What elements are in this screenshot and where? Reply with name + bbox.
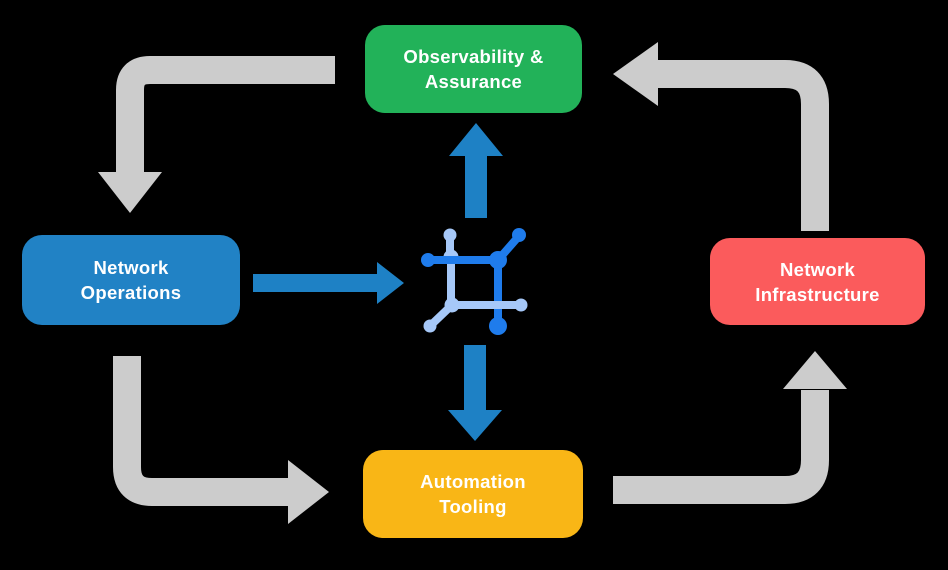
network-mesh-icon-light-front: [423, 297, 528, 333]
flow-arrow-down: [448, 345, 502, 441]
cycle-arrowhead-right: [288, 460, 329, 524]
node-network-infrastructure: Network Infrastructure: [710, 238, 925, 325]
cycle-arrow-bottom-right-shaft: [613, 390, 829, 504]
flow-arrows: [253, 123, 503, 441]
node-label-line: Infrastructure: [755, 283, 880, 305]
cycle-arrow-top-left-shaft: [116, 56, 335, 174]
node-label-line: Automation: [420, 471, 526, 492]
cycle-arrowheads: [98, 42, 847, 524]
flow-arrow-right: [253, 262, 404, 304]
cycle-arrow-top-right-shaft: [656, 60, 829, 231]
network-mesh-icon-dark: [421, 228, 526, 335]
flow-arrow-up: [449, 123, 503, 218]
cycle-arrows: [113, 56, 829, 506]
node-label-line: Assurance: [424, 71, 523, 92]
node-automation-tooling: Automation Tooling: [363, 450, 583, 538]
cycle-arrow-bottom-left-shaft: [113, 356, 290, 506]
node-label-line: Operations: [80, 282, 182, 303]
node-observability-assurance: Observability & Assurance: [365, 25, 582, 113]
node-label-line: Network: [93, 257, 169, 278]
network-mesh-icon-light-back: [443, 228, 459, 310]
node-label-line: Network: [779, 258, 856, 280]
cycle-arrowhead-down: [98, 172, 162, 213]
network-mesh-icon: [421, 228, 528, 335]
node-label-line: Tooling: [439, 496, 507, 517]
cycle-arrowhead-up: [783, 351, 847, 389]
cycle-arrowhead-left: [613, 42, 658, 106]
node-network-operations: Network Operations: [22, 235, 240, 325]
node-label-line: Observability &: [403, 46, 544, 67]
